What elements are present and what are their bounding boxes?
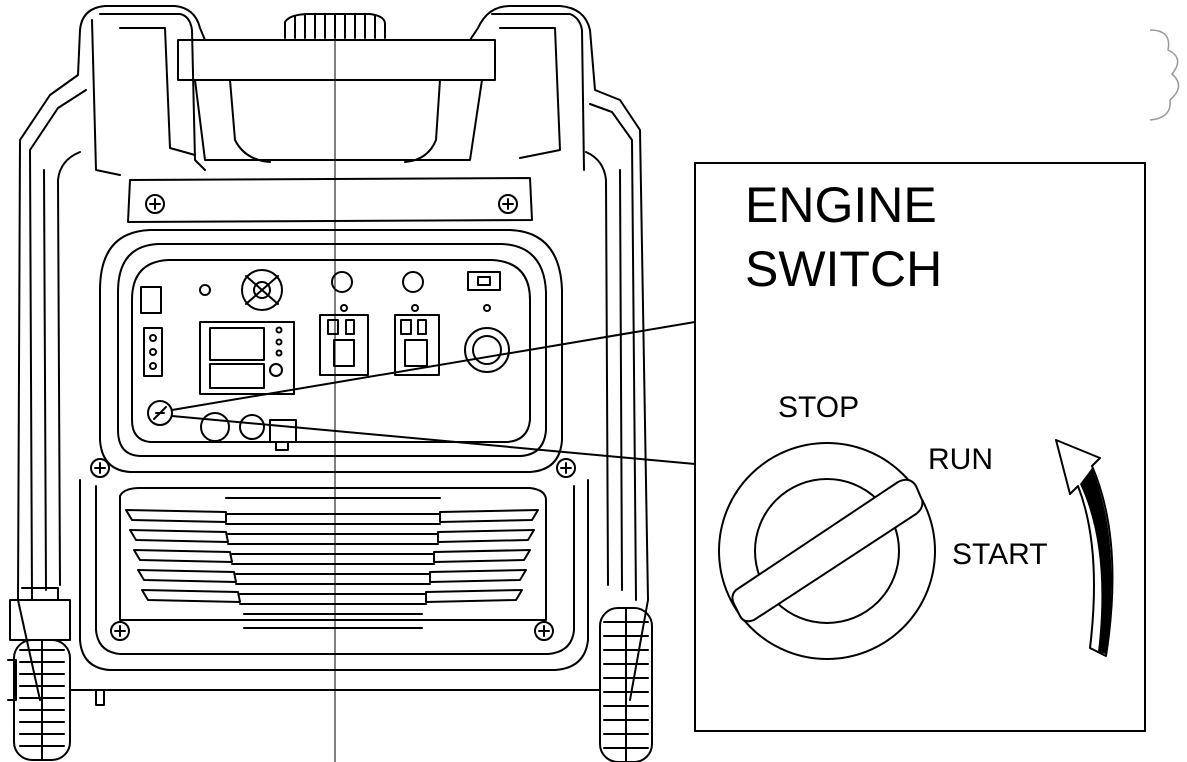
callout-title-line2: SWITCH [745,241,942,297]
exhaust-grille [119,487,547,629]
upper-panel [127,177,533,223]
label-run: RUN [928,443,993,476]
generator-illustration [7,5,653,762]
engine-switch-knob [718,442,936,660]
label-stop: STOP [778,391,859,424]
ac-outlet-left [319,304,369,376]
ac-outlet-right [394,304,440,376]
callout-leader [171,321,696,465]
carry-handle [99,13,206,171]
engine-switch-small [147,400,173,426]
power-switch [140,286,162,314]
left-wheel [7,587,71,761]
digital-display [199,321,295,395]
callout-title-line1: ENGINE [745,177,937,233]
twist-lock-outlet [464,304,510,373]
label-start: START [952,538,1048,571]
dc-outlet [467,271,501,291]
control-panel-bezel [99,229,563,473]
rotation-arrow-shading [1080,468,1112,654]
choke-knob [241,269,283,311]
cloud-fragment [1149,29,1180,121]
right-wheel [599,607,653,762]
fuel-cap [284,13,386,39]
